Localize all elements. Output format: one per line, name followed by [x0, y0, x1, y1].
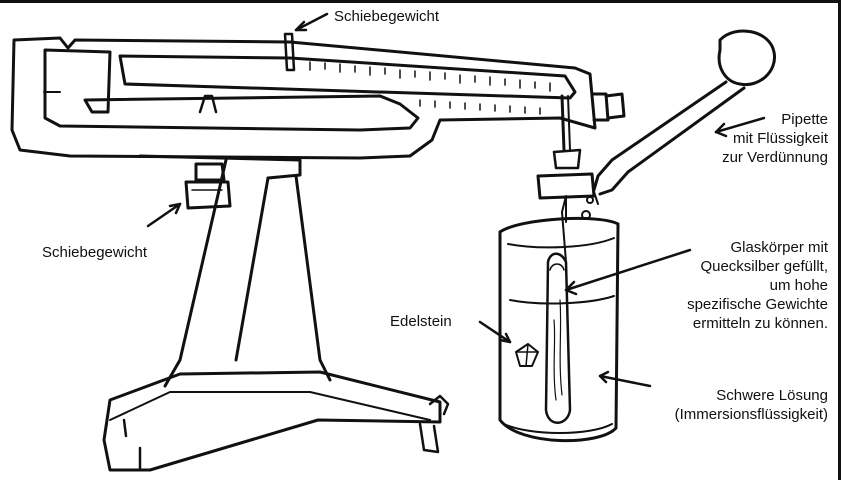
label-pipette-line-1: Pipette: [781, 111, 828, 128]
label-heavy-liquid: Schwere Lösung (Immersionsflüssigkeit): [675, 386, 828, 424]
label-glass-body-line-5: ermitteln zu können.: [692, 315, 828, 332]
arrow-glass-body: [564, 248, 692, 292]
label-glass-body-line-1: Glaskörper mit: [730, 239, 828, 256]
beaker: [498, 217, 620, 443]
balance-stand: [138, 154, 332, 388]
label-glass-body: Glaskörper mit Quecksilber gefüllt, um h…: [687, 238, 828, 333]
tripod-base: [102, 370, 450, 472]
frame-right-border: [838, 0, 841, 480]
label-glass-body-line-2: Quecksilber gefüllt,: [700, 258, 828, 275]
label-heavy-liquid-line-1: Schwere Lösung: [716, 387, 828, 404]
arrow-lower-slider: [146, 202, 182, 228]
balance-beam: [10, 32, 626, 160]
label-glass-body-line-4: spezifische Gewichte: [687, 296, 828, 313]
glass-body: [544, 195, 572, 424]
lower-slider-weight: [184, 162, 232, 210]
arrow-heavy-liquid: [598, 374, 652, 388]
arrow-top-slider: [294, 12, 329, 32]
label-slider-weight-top: Schiebegewicht: [334, 8, 440, 25]
gemstone-shape: [515, 343, 539, 367]
label-gemstone: Edelstein: [390, 313, 452, 330]
label-slider-weight-left: Schiebegewicht: [42, 244, 148, 261]
label-pipette: Pipette mit Flüssigkeit zur Verdünnung: [722, 110, 828, 167]
frame-top-border: [0, 0, 841, 3]
label-heavy-liquid-line-2: (Immersionsflüssigkeit): [674, 406, 828, 423]
arrow-pipette: [714, 116, 766, 134]
label-pipette-line-2: mit Flüssigkeit: [732, 130, 828, 147]
arrows: [146, 12, 766, 388]
pipette: [581, 29, 776, 220]
label-glass-body-line-3: um hohe: [769, 277, 828, 294]
arrow-gemstone: [478, 320, 512, 344]
label-pipette-line-3: zur Verdünnung: [722, 149, 828, 166]
hanger-hook: [536, 94, 596, 223]
